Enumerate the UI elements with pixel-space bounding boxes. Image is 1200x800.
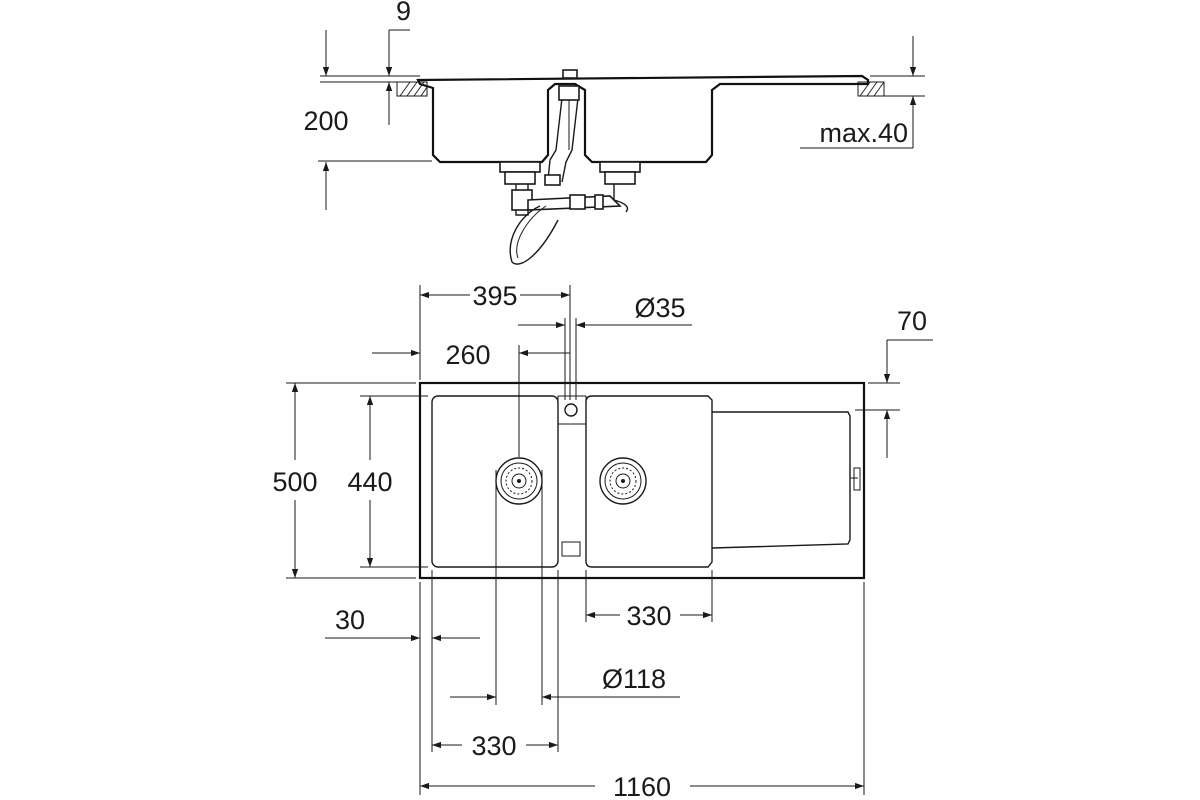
right-bowl <box>585 395 713 568</box>
drainboard <box>711 411 851 549</box>
dim-drain-dia-label: Ø118 <box>602 664 666 694</box>
dim-worktop-label: max.40 <box>819 118 908 148</box>
dim-small-drain-label: 260 <box>445 340 490 370</box>
sink-profile <box>416 74 870 164</box>
left-bowl <box>431 395 559 568</box>
dim-rim-9 <box>320 29 420 125</box>
dim-tap-hole-label: Ø35 <box>634 293 685 323</box>
dim-total-width-label: 1160 <box>613 772 671 800</box>
dim-bowl1-width-label: 330 <box>471 731 516 761</box>
tap-plate <box>557 395 587 425</box>
dim-tap-offset-label: 395 <box>472 281 517 311</box>
sink-outline <box>418 381 866 580</box>
overflow-icon <box>561 541 581 557</box>
dim-edge-top-label: 70 <box>897 306 927 336</box>
worktop-right <box>857 81 885 97</box>
dim-depth-200 <box>318 160 432 210</box>
dim-rim-label: 9 <box>396 0 411 26</box>
tap <box>547 69 580 183</box>
tap-hole-icon <box>564 403 578 417</box>
dim-depth-label: 200 <box>303 106 348 136</box>
dim-bowl-depth-label: 440 <box>347 467 392 497</box>
drain-assembly <box>499 161 641 265</box>
left-drain-icon <box>495 457 543 505</box>
dim-bowl2-width-label: 330 <box>626 601 671 631</box>
right-drain-icon <box>599 457 647 505</box>
side-view: 9 200 max.40 <box>303 0 925 265</box>
dim-worktop-max40 <box>800 36 925 149</box>
dim-total-depth-label: 500 <box>272 467 317 497</box>
overflow-slot-icon <box>853 467 861 491</box>
top-view: 395 Ø35 260 70 500 440 330 30 Ø118 <box>272 281 933 800</box>
dim-left-margin-label: 30 <box>335 605 365 635</box>
